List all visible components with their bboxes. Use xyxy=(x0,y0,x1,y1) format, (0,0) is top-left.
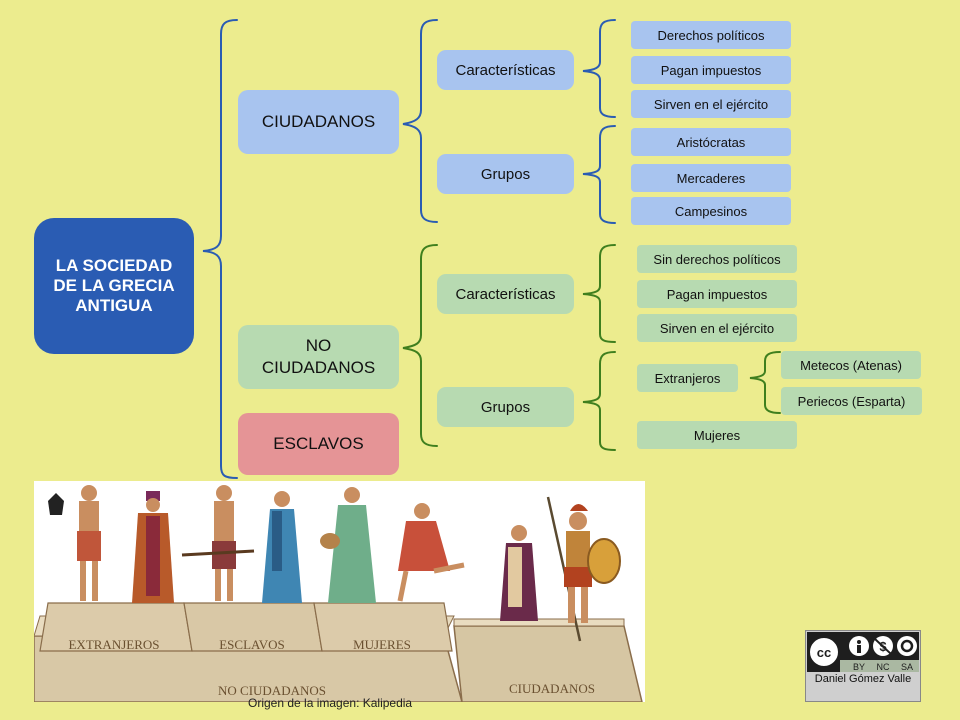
figure-ciudadano-soldado xyxy=(546,496,621,642)
c-grupos-bracket xyxy=(582,125,616,224)
leaf-label: Sirven en el ejército xyxy=(659,320,775,336)
nc-grupos-node: Grupos xyxy=(437,387,574,427)
leaf-label: Derechos políticos xyxy=(657,27,765,43)
c-grupos-label: Grupos xyxy=(480,165,531,183)
leaf-label: Pagan impuestos xyxy=(666,286,768,302)
cc-by-nc-sa-logo: cc $ BY NC SA xyxy=(807,632,919,672)
c-grupos-node: Grupos xyxy=(437,154,574,194)
root-title: LA SOCIEDAD DE LA GRECIA ANTIGUA xyxy=(53,256,175,315)
leaf-mercaderes: Mercaderes xyxy=(631,164,791,192)
ciudadanos-node: CIUDADANOS xyxy=(238,90,399,154)
image-caption: Origen de la imagen: Kalipedia xyxy=(248,696,413,710)
leaf-mujeres: Mujeres xyxy=(637,421,797,449)
leaf-label: Extranjeros xyxy=(654,370,721,386)
cc-text: cc xyxy=(817,645,831,660)
nc-grupos-bracket xyxy=(582,351,616,451)
figure-mujer-1 xyxy=(262,491,302,603)
illustration-svg: EXTRANJEROS ESCLAVOS MUJERES NO CIUDADAN… xyxy=(34,485,643,702)
leaf-label: Sin derechos políticos xyxy=(653,251,781,267)
leaf-metecos: Metecos (Atenas) xyxy=(781,351,921,379)
figure-extranjero-1 xyxy=(48,485,101,601)
leaf-label: Mercaderes xyxy=(676,170,746,186)
root-node: LA SOCIEDAD DE LA GRECIA ANTIGUA xyxy=(34,218,194,354)
sa-label: SA xyxy=(901,662,913,672)
figure-esclavo xyxy=(181,485,255,601)
nc-label: NC xyxy=(877,662,890,672)
figure-extranjero-2 xyxy=(132,491,174,603)
no-ciudadanos-bracket xyxy=(402,244,438,447)
figure-mujer-3 xyxy=(397,503,465,602)
nc-carac-bracket xyxy=(582,244,616,343)
leaf-nc-sirven-ejercito: Sirven en el ejército xyxy=(637,314,797,342)
c-carac-bracket xyxy=(582,19,616,118)
figure-ciudadano-1 xyxy=(500,525,538,621)
plinth-label-esclavos: ESCLAVOS xyxy=(219,637,285,652)
license-author: Daniel Gómez Valle xyxy=(814,673,912,685)
license-badge: cc $ BY NC SA Daniel Gómez Valle xyxy=(805,630,921,702)
leaf-label: Aristócratas xyxy=(676,134,746,150)
esclavos-label: ESCLAVOS xyxy=(273,434,364,453)
plinth-label-no-ciudadanos: NO CIUDADANOS xyxy=(218,683,326,698)
leaf-label: Campesinos xyxy=(674,203,748,219)
plinth-label-extranjeros: EXTRANJEROS xyxy=(68,637,159,652)
by-label: BY xyxy=(853,662,865,672)
plinth-mujeres xyxy=(313,602,453,652)
c-caracteristicas-label: Características xyxy=(455,61,556,79)
cc-icon xyxy=(808,636,840,668)
sa-icon xyxy=(897,636,917,656)
plinth-ciudadanos-top xyxy=(453,618,625,627)
leaf-sirven-ejercito: Sirven en el ejército xyxy=(631,90,791,118)
root-bracket xyxy=(202,19,238,479)
extranjeros-bracket xyxy=(749,351,781,414)
no-ciudadanos-node: NO CIUDADANOS xyxy=(238,325,399,389)
no-ciudadanos-label: NO CIUDADANOS xyxy=(261,336,376,377)
leaf-label: Mujeres xyxy=(693,427,741,443)
leaf-periecos: Periecos (Esparta) xyxy=(781,387,922,415)
greek-society-illustration: EXTRANJEROS ESCLAVOS MUJERES NO CIUDADAN… xyxy=(34,481,645,702)
leaf-aristocratas: Aristócratas xyxy=(631,128,791,156)
leaf-label: Pagan impuestos xyxy=(660,62,762,78)
c-caracteristicas-node: Características xyxy=(437,50,574,90)
leaf-pagan-impuestos: Pagan impuestos xyxy=(631,56,791,84)
leaf-label: Metecos (Atenas) xyxy=(800,357,902,373)
esclavos-node: ESCLAVOS xyxy=(238,413,399,475)
leaf-nc-pagan-impuestos: Pagan impuestos xyxy=(637,280,797,308)
nc-caracteristicas-node: Características xyxy=(437,274,574,314)
leaf-label: Sirven en el ejército xyxy=(653,96,769,112)
leaf-extranjeros: Extranjeros xyxy=(637,364,738,392)
plinth-label-ciudadanos: CIUDADANOS xyxy=(509,681,595,696)
leaf-sin-derechos: Sin derechos políticos xyxy=(637,245,797,273)
plinth-label-mujeres: MUJERES xyxy=(353,637,411,652)
leaf-campesinos: Campesinos xyxy=(631,197,791,225)
ciudadanos-bracket xyxy=(402,19,438,223)
nc-caracteristicas-label: Características xyxy=(455,285,556,303)
leaf-derechos-politicos: Derechos políticos xyxy=(631,21,791,49)
cc-logo-svg: cc $ BY NC SA xyxy=(807,632,919,672)
nc-grupos-label: Grupos xyxy=(480,398,531,416)
figure-mujer-2 xyxy=(320,487,376,603)
leaf-label: Periecos (Esparta) xyxy=(797,393,906,409)
ciudadanos-label: CIUDADANOS xyxy=(261,112,376,131)
